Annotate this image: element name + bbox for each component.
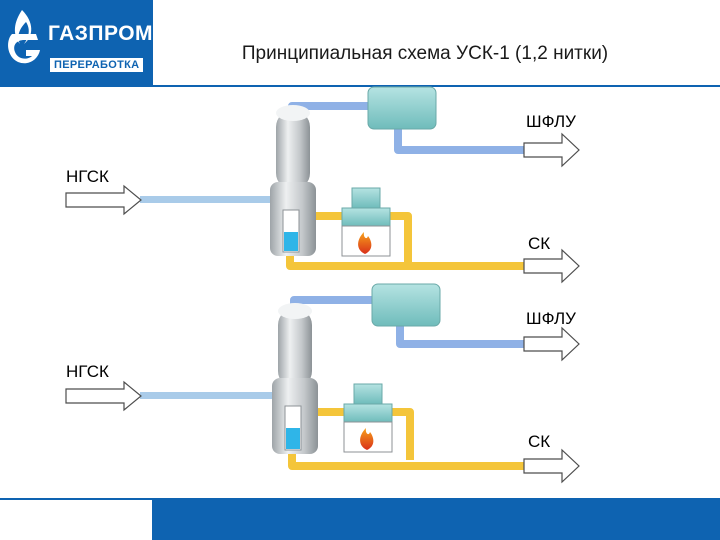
header-divider [152,0,153,85]
level-indicator [286,428,300,449]
flame-icon [358,232,372,254]
separator-vessel-icon [272,303,318,454]
header-rule [0,85,720,87]
footer-divider [152,498,153,540]
cooler-icon [371,283,441,327]
sk-output-label: СК [528,432,551,451]
shflu-output-label: ШФЛУ [526,112,576,131]
input-arrow-icon [65,184,142,216]
heater-icon [341,187,391,257]
input-arrow-icon [65,380,142,412]
line-2 [65,283,580,484]
logo-subtext: ПЕРЕРАБОТКА [50,58,144,72]
heater-icon [343,383,393,453]
sk-output-label: СК [528,234,551,253]
separator-vessel-icon [270,105,316,256]
feed-pipe [140,196,276,203]
shflu-arrow-icon [523,132,580,168]
logo-panel: ГАЗПРОМ ПЕРЕРАБОТКА [0,0,154,85]
flame-icon [360,428,374,450]
sk-arrow-icon [523,448,580,484]
shflu-pipe [394,124,526,154]
ngsk-input-label: НГСК [66,362,109,381]
shflu-arrow-icon [523,326,580,362]
shflu-pipe [396,324,526,348]
sk-pipe [286,252,526,270]
gazprom-logo-icon [8,10,40,64]
logo-text: ГАЗПРОМ [48,22,154,45]
ngsk-input-label: НГСК [66,167,109,186]
cooler-icon [367,86,437,130]
footer-left-panel [0,498,152,540]
feed-pipe [140,392,276,399]
level-indicator [284,232,298,251]
line-1 [65,86,580,284]
slide-title: Принципиальная схема УСК-1 (1,2 нитки) [241,43,609,64]
shflu-output-label: ШФЛУ [526,309,576,328]
sk-arrow-icon [523,248,580,284]
